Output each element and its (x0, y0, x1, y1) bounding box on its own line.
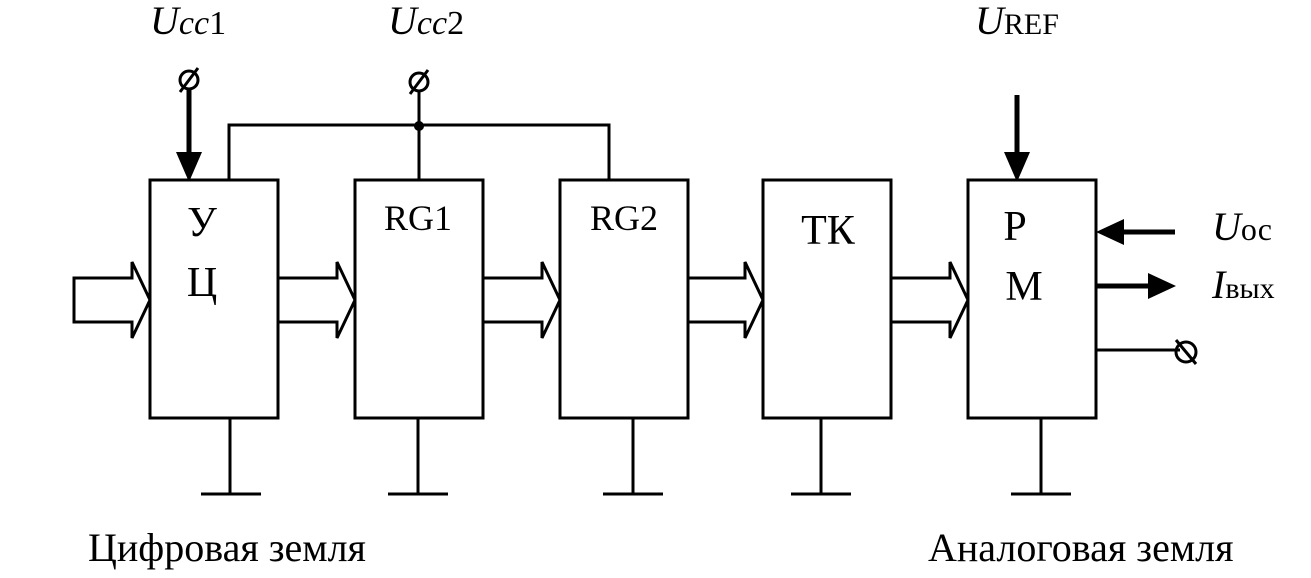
bus-arrow-uc-rg1 (276, 261, 357, 339)
output-terminal (1174, 339, 1198, 365)
block-rg1 (353, 178, 485, 420)
analog-ground-label: Аналоговая земля (928, 525, 1234, 570)
block-uc-label-1: У (187, 200, 217, 246)
ucc1-arrow-head (176, 152, 202, 182)
ucc2-terminal (408, 69, 430, 95)
ucc1-label: Ucc1 (150, 0, 226, 43)
uref-arrow-head (1004, 152, 1030, 182)
block-tk-label: ТК (801, 208, 856, 254)
ground-tk (791, 418, 851, 496)
uos-label: Uос (1212, 204, 1272, 249)
ucc2-label: Ucc2 (388, 0, 464, 43)
block-rg1-label: RG1 (384, 198, 452, 238)
iout-arrow-head (1148, 273, 1176, 299)
block-rm-label-2: М (1005, 264, 1042, 310)
uref-label: UREF (975, 0, 1059, 43)
block-uc (148, 178, 280, 420)
block-rm (966, 178, 1098, 420)
block-uc-label-2: Ц (187, 260, 217, 306)
block-tk (761, 178, 893, 420)
junction-dot (414, 121, 424, 131)
bus-arrow-tk-rm (889, 261, 970, 339)
ucc1-terminal (178, 67, 200, 93)
uos-arrow-head (1096, 219, 1124, 245)
bus-arrow-rg2-tk (686, 261, 765, 339)
iout-label: Iвых (1211, 262, 1275, 307)
block-rg2-label: RG2 (590, 198, 658, 238)
block-rm-label-1: Р (1003, 204, 1026, 250)
ground-rg1 (388, 418, 448, 496)
ground-uc (201, 418, 261, 496)
input-bus-arrow (72, 261, 152, 339)
ground-rg2 (603, 418, 663, 496)
digital-ground-label: Цифровая земля (88, 525, 366, 570)
bus-arrow-rg1-rg2 (481, 261, 562, 339)
ground-rm (1011, 418, 1071, 496)
block-rg2 (558, 178, 690, 420)
